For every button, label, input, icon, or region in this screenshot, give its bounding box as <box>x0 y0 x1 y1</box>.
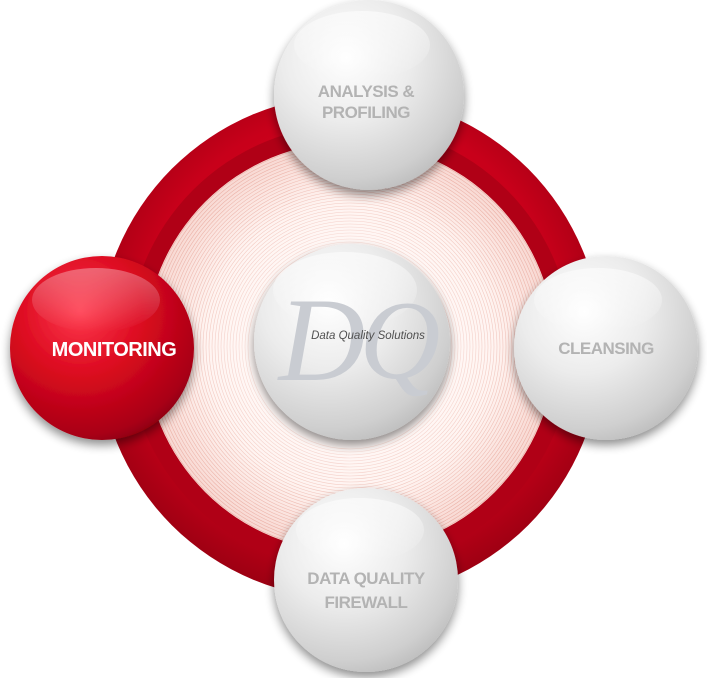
ripple-line <box>241 238 459 456</box>
ripple-line <box>214 211 486 483</box>
monogram-d: D <box>277 273 366 406</box>
node-monitoring-label: MONITORING <box>52 339 177 361</box>
node-analysis-line1: ANALYSIS & <box>318 82 415 101</box>
ripple-line <box>208 205 492 489</box>
ripple-line <box>229 226 471 468</box>
center-tagline: Data Quality Solutions <box>311 330 425 342</box>
ripple-line <box>226 223 474 471</box>
ripple-line <box>244 241 456 453</box>
node-firewall-line1: DATA QUALITY <box>307 569 426 588</box>
node-analysis-line2: PROFILING <box>322 103 410 122</box>
node-firewall-line2: FIREWALL <box>325 593 408 612</box>
ripple-line <box>211 208 489 486</box>
ripple-line <box>217 214 483 480</box>
node-monitoring[interactable] <box>10 256 194 440</box>
monogram-q: Q <box>360 279 441 403</box>
ripple-line <box>235 232 465 462</box>
node-analysis-profiling[interactable] <box>274 0 464 190</box>
ripple-line <box>220 217 480 477</box>
node-cleansing-label: CLEANSING <box>558 339 654 358</box>
node-cleansing[interactable] <box>514 256 698 440</box>
ripple-line <box>232 229 468 465</box>
ripple-line <box>238 235 462 459</box>
node-data-quality-firewall[interactable] <box>274 488 458 672</box>
ripple-line <box>223 220 477 474</box>
center-hub <box>254 244 450 440</box>
